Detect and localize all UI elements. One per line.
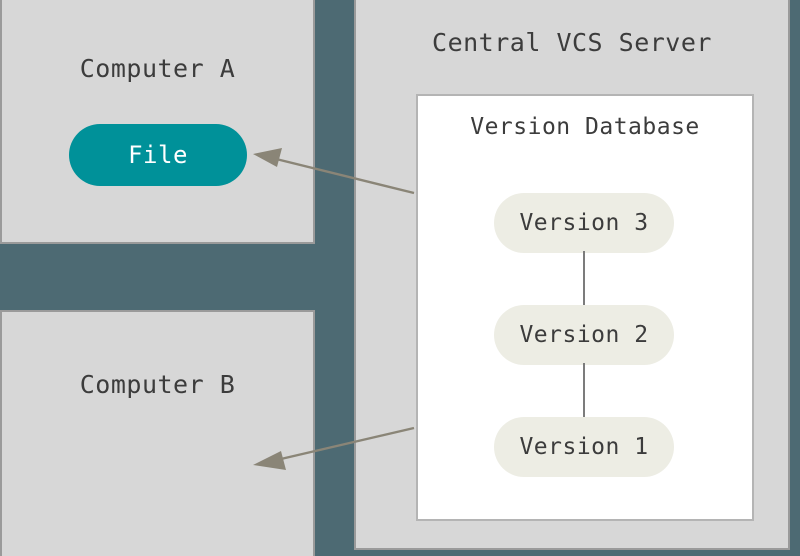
- central-vcs-server-panel: Central VCS Server Version Database Vers…: [354, 0, 790, 550]
- central-vcs-server-title: Central VCS Server: [432, 28, 712, 57]
- computer-a-panel: Computer A File: [0, 0, 315, 244]
- computer-b-title: Computer B: [79, 370, 236, 399]
- computer-b-panel: Computer B File: [0, 310, 315, 556]
- computer-a-file-pill[interactable]: File: [69, 124, 247, 186]
- version-pill-1[interactable]: Version 1: [494, 417, 674, 477]
- version-connector-2-1: [583, 363, 585, 419]
- version-database-panel: Version Database Version 3 Version 2 Ver…: [416, 94, 754, 521]
- version-pill-3[interactable]: Version 3: [494, 193, 674, 253]
- version-pill-2[interactable]: Version 2: [494, 305, 674, 365]
- computer-a-title: Computer A: [79, 54, 236, 83]
- version-connector-3-2: [583, 251, 585, 307]
- version-database-title: Version Database: [470, 114, 700, 140]
